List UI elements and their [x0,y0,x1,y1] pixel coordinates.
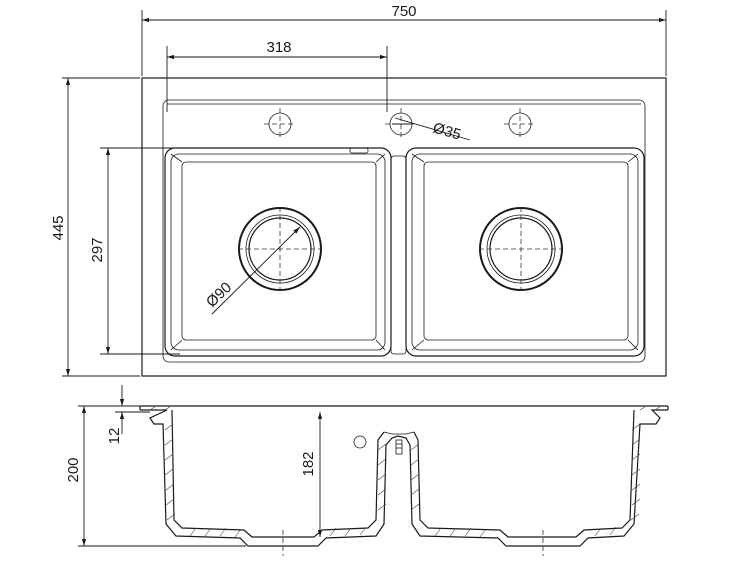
dimension-35: Ø35 [392,117,471,144]
dim-200-label: 200 [65,457,82,482]
section-hatching [149,405,662,538]
dim-318-label: 318 [266,39,291,56]
dim-90-label: Ø90 [203,279,235,311]
overflow-pipe [395,439,403,455]
deck-inner [162,99,646,363]
dimension-445: 445 [50,77,140,377]
dim-445-label: 445 [50,215,67,240]
dimension-297: 297 [89,147,180,355]
overflow-slot [349,147,369,154]
right-bowl [405,147,645,357]
dimension-12: 12 [106,385,150,444]
dim-35-label: Ø35 [431,120,463,144]
sink-outline [141,77,667,377]
dim-12-label: 12 [106,428,123,445]
left-bowl [164,147,392,357]
top-view [141,77,667,377]
overflow-hole [353,435,367,449]
dimension-318: 318 [166,39,388,112]
dimension-750: 750 [141,3,667,76]
bowl-divider [390,155,407,355]
dimension-200: 200 [65,405,246,547]
dimension-182: 182 [300,412,323,537]
section-inner-left [171,409,385,538]
drain-left [238,207,322,291]
dim-297-label: 297 [89,237,106,262]
section-outer [140,409,668,547]
dimension-90: Ø90 [203,226,301,315]
tap-hole-right [504,108,536,140]
drain-right [479,207,563,291]
section-inner-right [413,409,635,538]
tap-hole-left [264,108,296,140]
dim-182-label: 182 [300,451,317,476]
dim-750-label: 750 [391,3,416,20]
section-view [139,405,669,556]
section-divider [383,431,415,435]
